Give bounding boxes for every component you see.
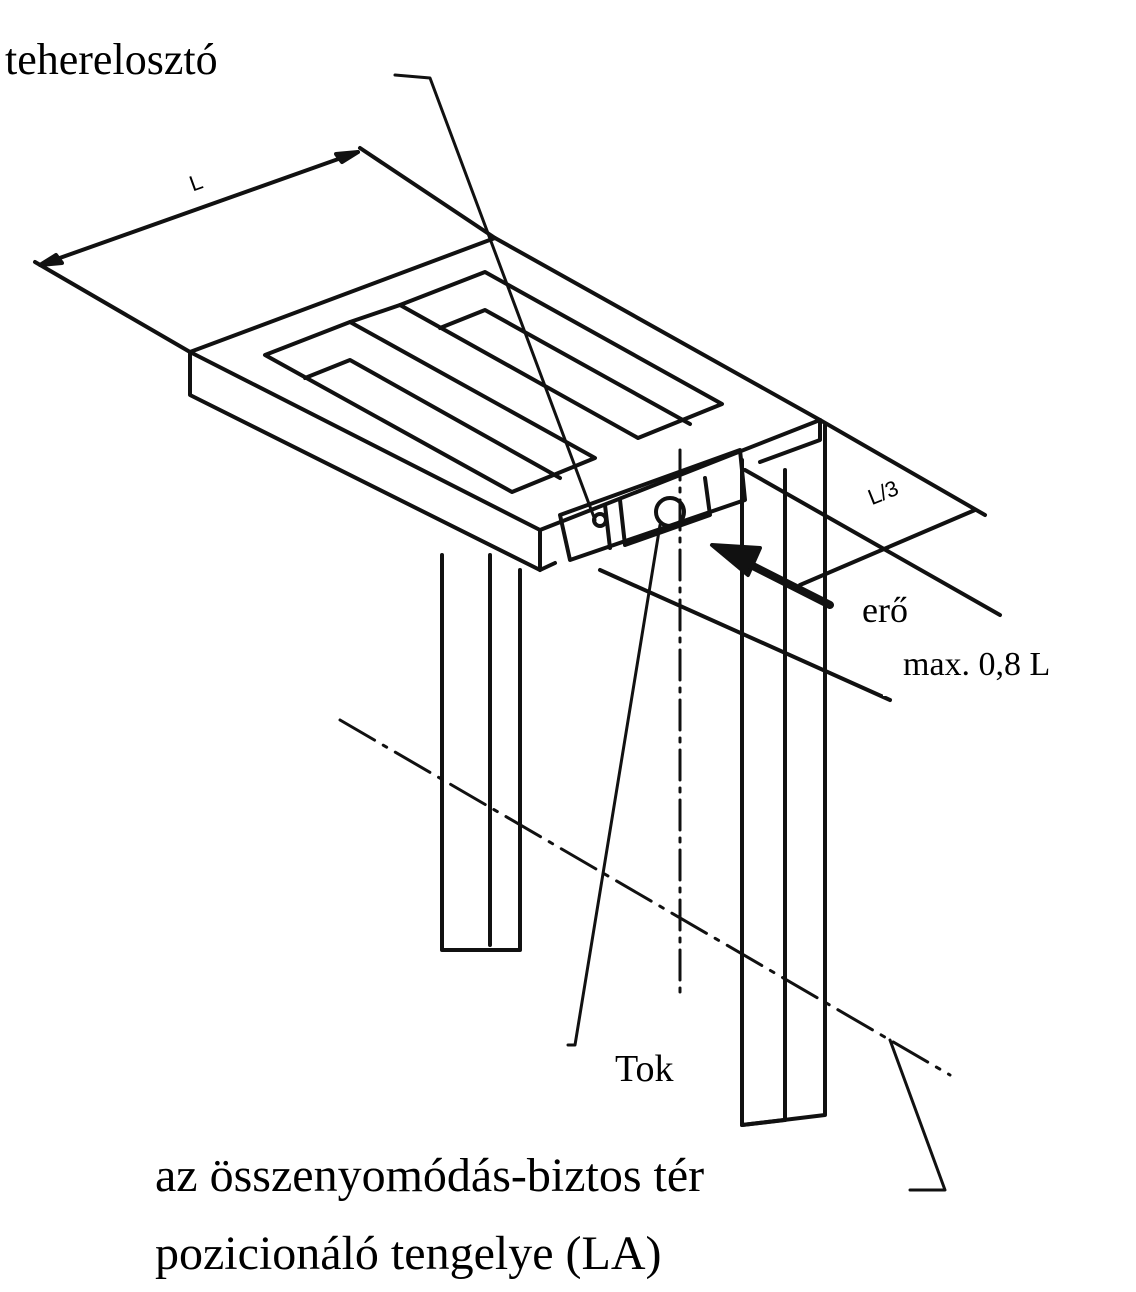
leader-lines xyxy=(393,73,947,1192)
axis-lines xyxy=(338,448,952,1077)
force-arrow xyxy=(710,543,834,609)
label-axis-line2: pozicionáló tengelye (LA) xyxy=(155,1227,662,1280)
label-max-distance: max. 0,8 L xyxy=(883,640,1059,696)
label-housing: Tok xyxy=(615,1048,674,1090)
legs xyxy=(440,423,827,1127)
label-force: erő xyxy=(860,590,914,634)
label-axis-line1: az összenyomódás-biztos tér xyxy=(155,1149,705,1202)
load-distributor-frame xyxy=(188,236,822,572)
label-load-distributor: teherelosztó xyxy=(5,35,218,84)
dimension-l xyxy=(33,146,497,354)
